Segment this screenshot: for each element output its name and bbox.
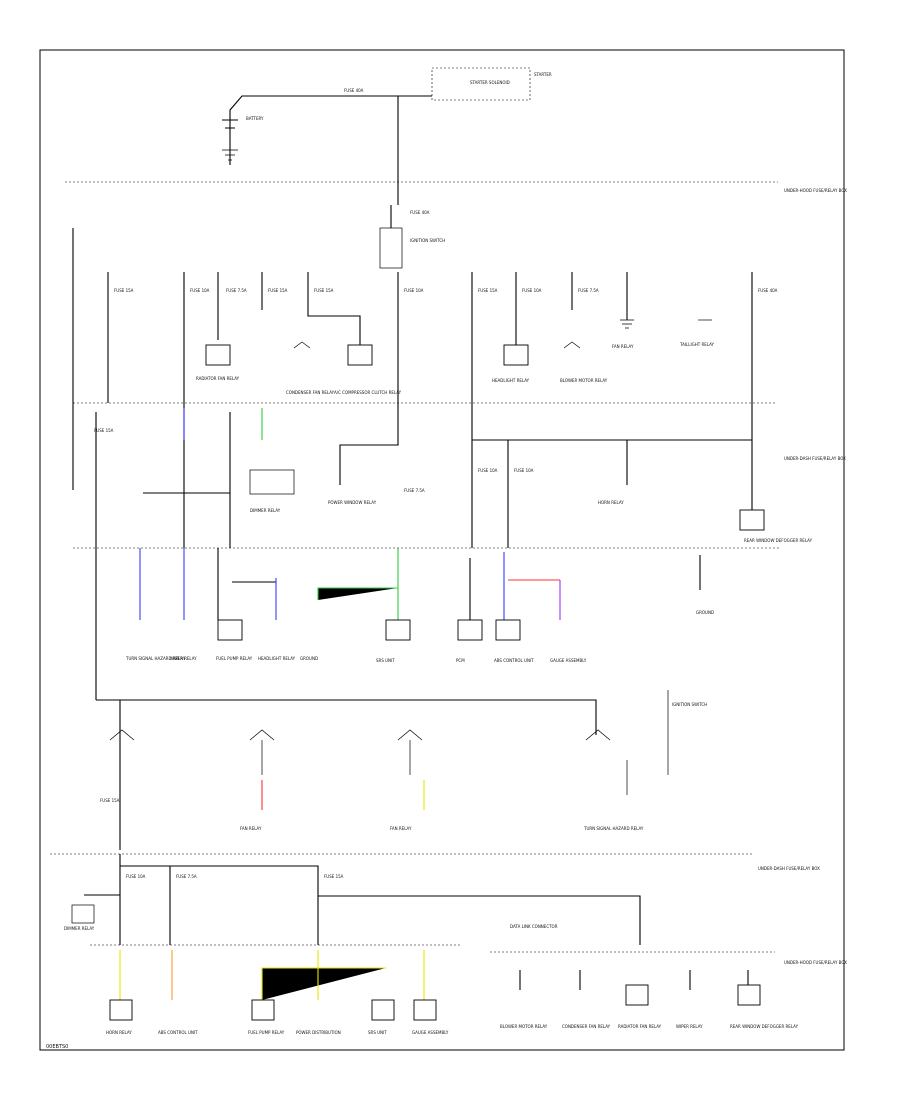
svg-text:GAUGE ASSEMBLY: GAUGE ASSEMBLY [550,658,587,663]
underhood-box-label-2: UNDER-HOOD FUSE/RELAY BOX [784,960,847,965]
footer-code: 00EBTS0 [46,1044,68,1050]
svg-text:ABS CONTROL UNIT: ABS CONTROL UNIT [158,1030,198,1035]
svg-text:FUSE 10A: FUSE 10A [522,288,542,293]
svg-text:FUSE 15A: FUSE 15A [94,428,114,433]
svg-text:GROUND: GROUND [300,656,318,661]
wire-yellow-2 [261,967,386,1000]
svg-text:FAN RELAY: FAN RELAY [612,344,634,349]
svg-text:CONDENSER FAN RELAY: CONDENSER FAN RELAY [562,1024,611,1029]
svg-text:FUSE 10A: FUSE 10A [514,468,534,473]
svg-text:BLOWER MOTOR RELAY: BLOWER MOTOR RELAY [560,378,608,383]
svg-text:WIPER RELAY: WIPER RELAY [676,1024,703,1029]
svg-text:FUSE 15A: FUSE 15A [478,288,498,293]
svg-text:FUEL PUMP RELAY: FUEL PUMP RELAY [248,1030,285,1035]
svg-text:FUSE 40A: FUSE 40A [410,210,430,215]
battery-section: STARTER SOLENOID STARTER BATTERY FUSE 40… [222,67,552,182]
bottom-loads: HORN RELAY ABS CONTROL UNIT FUEL PUMP RE… [106,970,799,1035]
starter-label: STARTER [534,72,552,77]
fuse-row-1: FUSE 15A FUSE 10A FUSE 7.5A FUSE 15A FUS… [107,272,778,403]
svg-text:DIMMER RELAY: DIMMER RELAY [250,508,281,513]
main-feed: FUSE 40A IGNITION SWITCH [379,182,445,269]
lower-section: FUSE 10A FUSE 7.5A FUSE 15A DATA LINK CO… [64,854,641,945]
svg-text:REAR WINDOW DEFOGGER RELAY: REAR WINDOW DEFOGGER RELAY [730,1024,799,1029]
svg-text:POWER WINDOW RELAY: POWER WINDOW RELAY [328,500,377,505]
svg-text:GAUGE ASSEMBLY: GAUGE ASSEMBLY [412,1030,449,1035]
svg-text:SRS UNIT: SRS UNIT [368,1030,387,1035]
ignition-switch-section: FUSE 15A FAN RELAY FAN RELAY TURN SIGNAL… [96,690,707,850]
svg-text:RADIATOR FAN RELAY: RADIATOR FAN RELAY [618,1024,662,1029]
svg-text:FUSE 40A: FUSE 40A [758,288,778,293]
svg-text:RADIATOR FAN RELAY: RADIATOR FAN RELAY [196,376,240,381]
svg-text:FUSE 15A: FUSE 15A [100,798,120,803]
svg-text:FUSE 7.5A: FUSE 7.5A [176,874,197,879]
row-2-loads: TURN SIGNAL HAZARD RELAY WIPER RELAY FUE… [125,610,714,663]
svg-text:FUEL PUMP RELAY: FUEL PUMP RELAY [216,656,253,661]
row-1-loads: RADIATOR FAN RELAY CONDENSER FAN RELAY A… [196,319,715,395]
svg-text:HORN RELAY: HORN RELAY [106,1030,132,1035]
svg-text:FUSE 7.5A: FUSE 7.5A [404,488,425,493]
svg-text:SRS UNIT: SRS UNIT [376,658,395,663]
svg-text:DATA LINK CONNECTOR: DATA LINK CONNECTOR [510,924,558,929]
svg-text:FUSE 10A: FUSE 10A [126,874,146,879]
svg-text:TURN SIGNAL HAZARD RELAY: TURN SIGNAL HAZARD RELAY [583,826,644,831]
svg-text:FUSE 15A: FUSE 15A [324,874,344,879]
svg-text:FUSE 10A: FUSE 10A [190,288,210,293]
svg-text:POWER DISTRIBUTION: POWER DISTRIBUTION [296,1030,341,1035]
svg-text:REAR WINDOW DEFOGGER RELAY: REAR WINDOW DEFOGGER RELAY [744,538,813,543]
svg-text:PCM: PCM [456,658,465,663]
svg-text:FUSE 7.5A: FUSE 7.5A [226,288,247,293]
svg-text:A/C COMPRESSOR CLUTCH RELAY: A/C COMPRESSOR CLUTCH RELAY [334,390,402,395]
svg-text:DIMMER RELAY: DIMMER RELAY [64,926,95,931]
svg-text:BLOWER MOTOR RELAY: BLOWER MOTOR RELAY [500,1024,548,1029]
middle-section: FUSE 15A FUSE 10A FUSE 10A FUSE 7.5A POW… [94,403,813,548]
svg-text:CONDENSER FAN RELAY: CONDENSER FAN RELAY [286,390,335,395]
svg-text:HEADLIGHT RELAY: HEADLIGHT RELAY [492,378,530,383]
svg-text:IGNITION SWITCH: IGNITION SWITCH [672,702,707,707]
battery-label: BATTERY [246,116,264,121]
svg-text:FUSE 15A: FUSE 15A [268,288,288,293]
svg-text:HORN RELAY: HORN RELAY [598,500,624,505]
svg-text:FUSE 7.5A: FUSE 7.5A [578,288,599,293]
svg-text:WIPER RELAY: WIPER RELAY [170,656,197,661]
svg-text:HEADLIGHT RELAY: HEADLIGHT RELAY [258,656,296,661]
svg-text:FUSE 10A: FUSE 10A [404,288,424,293]
underhood-box-label: UNDER-HOOD FUSE/RELAY BOX [784,188,847,193]
row-2-outputs [95,548,701,700]
svg-text:TURN SIGNAL HAZARD RELAY: TURN SIGNAL HAZARD RELAY [125,656,186,661]
svg-text:IGNITION SWITCH: IGNITION SWITCH [410,238,445,243]
svg-text:ABS CONTROL UNIT: ABS CONTROL UNIT [494,658,534,663]
fuse-label-main: FUSE 40A [344,88,364,93]
starter-solenoid-box [431,67,531,101]
diagram-frame [39,49,845,1051]
svg-text:TAILLIGHT RELAY: TAILLIGHT RELAY [679,342,715,347]
underdash-box-label: UNDER-DASH FUSE/RELAY BOX [784,456,846,461]
svg-text:FUSE 10A: FUSE 10A [478,468,498,473]
svg-text:GROUND: GROUND [696,610,714,615]
underdash-box-label-2: UNDER-DASH FUSE/RELAY BOX [758,866,820,871]
svg-text:FUSE 15A: FUSE 15A [314,288,334,293]
svg-text:FAN RELAY: FAN RELAY [390,826,412,831]
starter-solenoid-label: STARTER SOLENOID [470,80,510,85]
svg-text:FAN RELAY: FAN RELAY [240,826,262,831]
svg-text:FUSE 15A: FUSE 15A [114,288,134,293]
